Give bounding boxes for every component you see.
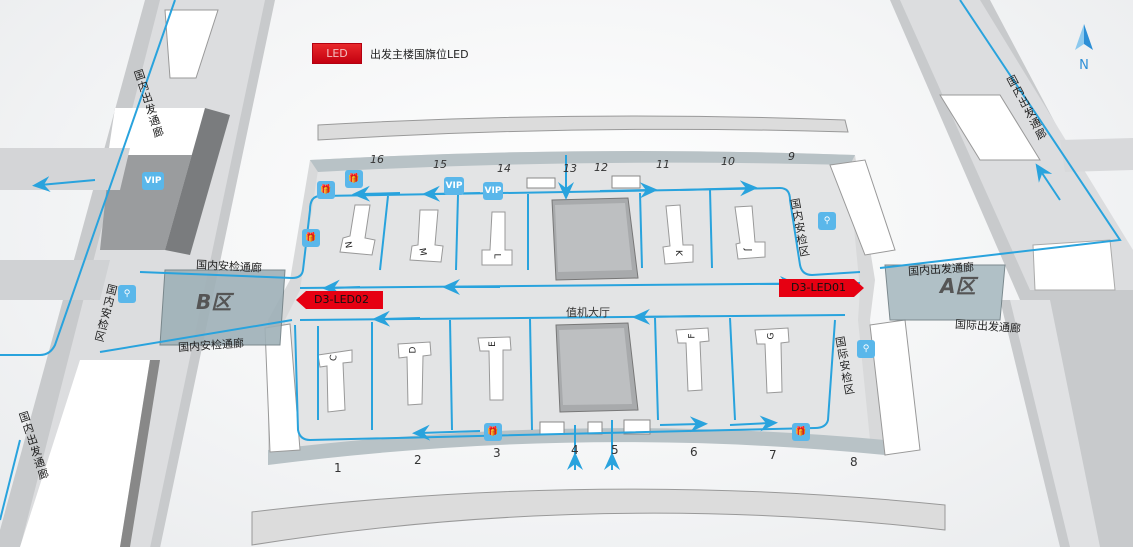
vip-icon[interactable]: VIP [444, 177, 464, 195]
led-swatch: LED [312, 43, 362, 64]
gift-shop-icon[interactable]: 🎁 [345, 170, 363, 188]
gate-9: 9 [788, 150, 795, 163]
gate-3: 3 [493, 446, 501, 460]
security-checkpoint-icon[interactable]: ⚲ [818, 212, 836, 230]
gate-16: 16 [370, 153, 384, 166]
security-checkpoint-icon[interactable]: ⚲ [118, 285, 136, 303]
passenger-flow-routes [0, 0, 1122, 521]
island-d[interactable]: D [408, 346, 419, 354]
gift-shop-icon[interactable]: 🎁 [484, 423, 502, 441]
gift-shop-icon[interactable]: 🎁 [317, 181, 335, 199]
gift-shop-icon[interactable]: 🎁 [302, 229, 320, 247]
north-label: N [1079, 58, 1089, 73]
led-marker-d3-led02[interactable]: D3-LED02 [296, 291, 383, 309]
gate-2: 2 [414, 453, 422, 467]
corridor-domestic-security-top: 国内安检通廊 [195, 258, 263, 275]
check-in-islands-top [339, 204, 766, 266]
island-j[interactable]: J [742, 248, 753, 252]
top-roadway [317, 115, 849, 141]
island-e[interactable]: E [487, 341, 498, 347]
right-building [890, 0, 1133, 547]
led-marker-d3-led01[interactable]: D3-LED01 [779, 279, 864, 297]
security-checkpoint-icon[interactable]: ⚲ [857, 340, 875, 358]
gate-10: 10 [721, 155, 735, 168]
island-k[interactable]: K [672, 250, 683, 256]
gate-7: 7 [769, 448, 777, 462]
check-in-hall-label: 值机大厅 [566, 306, 610, 319]
gate-14: 14 [497, 162, 511, 175]
check-in-islands-bottom [317, 327, 790, 413]
a-zone-block [884, 264, 1006, 321]
island-l[interactable]: L [491, 253, 502, 259]
island-f[interactable]: F [687, 333, 698, 339]
vip-icon[interactable]: VIP [142, 172, 164, 190]
north-arrow-icon [1075, 24, 1093, 50]
gate-5: 5 [611, 443, 619, 457]
gate-6: 6 [690, 445, 698, 459]
vip-icon[interactable]: VIP [483, 182, 503, 200]
legend: LED 出发主楼国旗位LED [312, 43, 469, 64]
gate-1: 1 [334, 461, 342, 475]
island-g[interactable]: G [766, 332, 777, 340]
gate-12: 12 [594, 161, 608, 174]
zone-b-label[interactable]: B区 [196, 290, 232, 314]
left-building [0, 0, 275, 547]
gate-11: 11 [656, 158, 670, 171]
gate-13: 13 [563, 162, 577, 175]
gate-15: 15 [433, 158, 447, 171]
gift-shop-icon[interactable]: 🎁 [792, 423, 810, 441]
gate-4: 4 [571, 443, 579, 457]
zone-a-label[interactable]: A区 [940, 274, 976, 298]
gate-8: 8 [850, 455, 858, 469]
bottom-roadway [251, 488, 946, 546]
legend-description: 出发主楼国旗位LED [370, 47, 469, 61]
north-compass: N [1072, 24, 1096, 73]
